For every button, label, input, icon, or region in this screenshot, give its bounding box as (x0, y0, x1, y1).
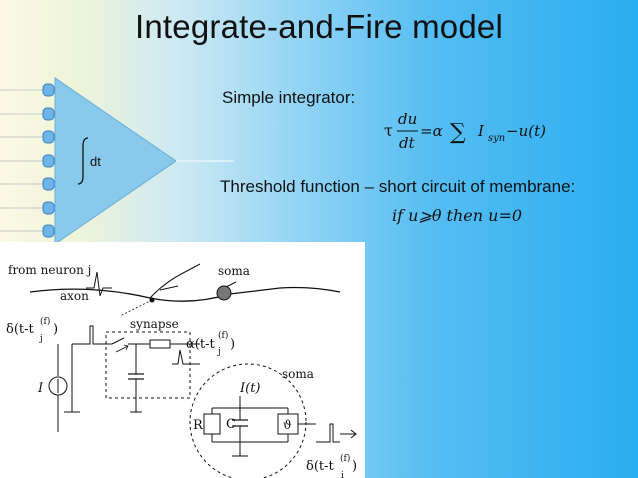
integrator-triangle (54, 77, 177, 245)
output-spike-icon (316, 423, 340, 443)
threshold-function-label: Threshold function – short circuit of me… (220, 177, 576, 196)
minus-u-t: −u(t) (506, 122, 546, 140)
R-label: R (193, 418, 204, 433)
input-lines (0, 89, 55, 232)
neuron-circuit-figure: from neuron j soma axon synapse δ(t-t (f… (0, 242, 365, 478)
delta-out-sub: i (341, 471, 344, 478)
synapse-label: synapse (130, 317, 179, 331)
soma-top-icon (216, 285, 232, 301)
du-numerator: du (398, 110, 417, 128)
from-neuron-label: from neuron j (8, 263, 91, 277)
soma-circle-label: soma (282, 367, 314, 381)
threshold-equation: if u⩾θ then u=0 (392, 206, 523, 225)
I-symbol: I (477, 122, 485, 140)
integrator-equation: τ du dt =α ∑ I syn −u(t) (384, 110, 546, 152)
output-arrow-icon (340, 429, 357, 439)
svg-text:): ) (53, 322, 58, 337)
synapse-box (105, 331, 191, 399)
alpha-sub: j (217, 347, 221, 357)
dendrite-path (149, 263, 237, 299)
delta-left-sup: (f) (40, 316, 50, 327)
soma-top-label: soma (218, 264, 250, 278)
switch-arrow-icon (115, 344, 129, 353)
input-nodes (42, 83, 55, 238)
svg-text:): ) (230, 337, 235, 352)
sum-symbol: ∑ (450, 120, 466, 145)
input-spike-icon (72, 325, 100, 345)
alpha-label: α(t-t (186, 337, 215, 352)
axon-label: axon (60, 289, 89, 303)
delta-left-sub: j (39, 334, 43, 344)
axon-path (29, 286, 341, 302)
soma-circle (189, 363, 307, 478)
resistor-R (203, 413, 221, 435)
integrator-dt-label: dt (90, 154, 101, 169)
simple-integrator-label: Simple integrator: (222, 88, 356, 107)
theta-label: ϑ (283, 418, 292, 432)
current-source-label: I (37, 381, 44, 396)
alpha-spike-icon (172, 349, 200, 365)
dt-denominator: dt (399, 134, 416, 152)
svg-text:): ) (352, 459, 357, 474)
C-label: C (226, 417, 236, 432)
delta-out-sup: (f) (340, 453, 350, 464)
alpha-sup: (f) (218, 330, 228, 341)
synapse-resistor (149, 339, 171, 349)
syn-subscript: syn (488, 133, 505, 144)
current-It-label: I(t) (239, 381, 261, 396)
slide-title: Integrate-and-Fire model (135, 8, 503, 45)
equals-alpha: =α (420, 122, 443, 140)
integrator-diagram: dt (0, 77, 234, 245)
delta-out-label: δ(t-t (306, 459, 335, 474)
delta-left-label: δ(t-t (6, 322, 35, 337)
spike-icon (86, 271, 112, 297)
tau-symbol: τ (384, 121, 393, 140)
integral-sign-icon (77, 137, 89, 185)
